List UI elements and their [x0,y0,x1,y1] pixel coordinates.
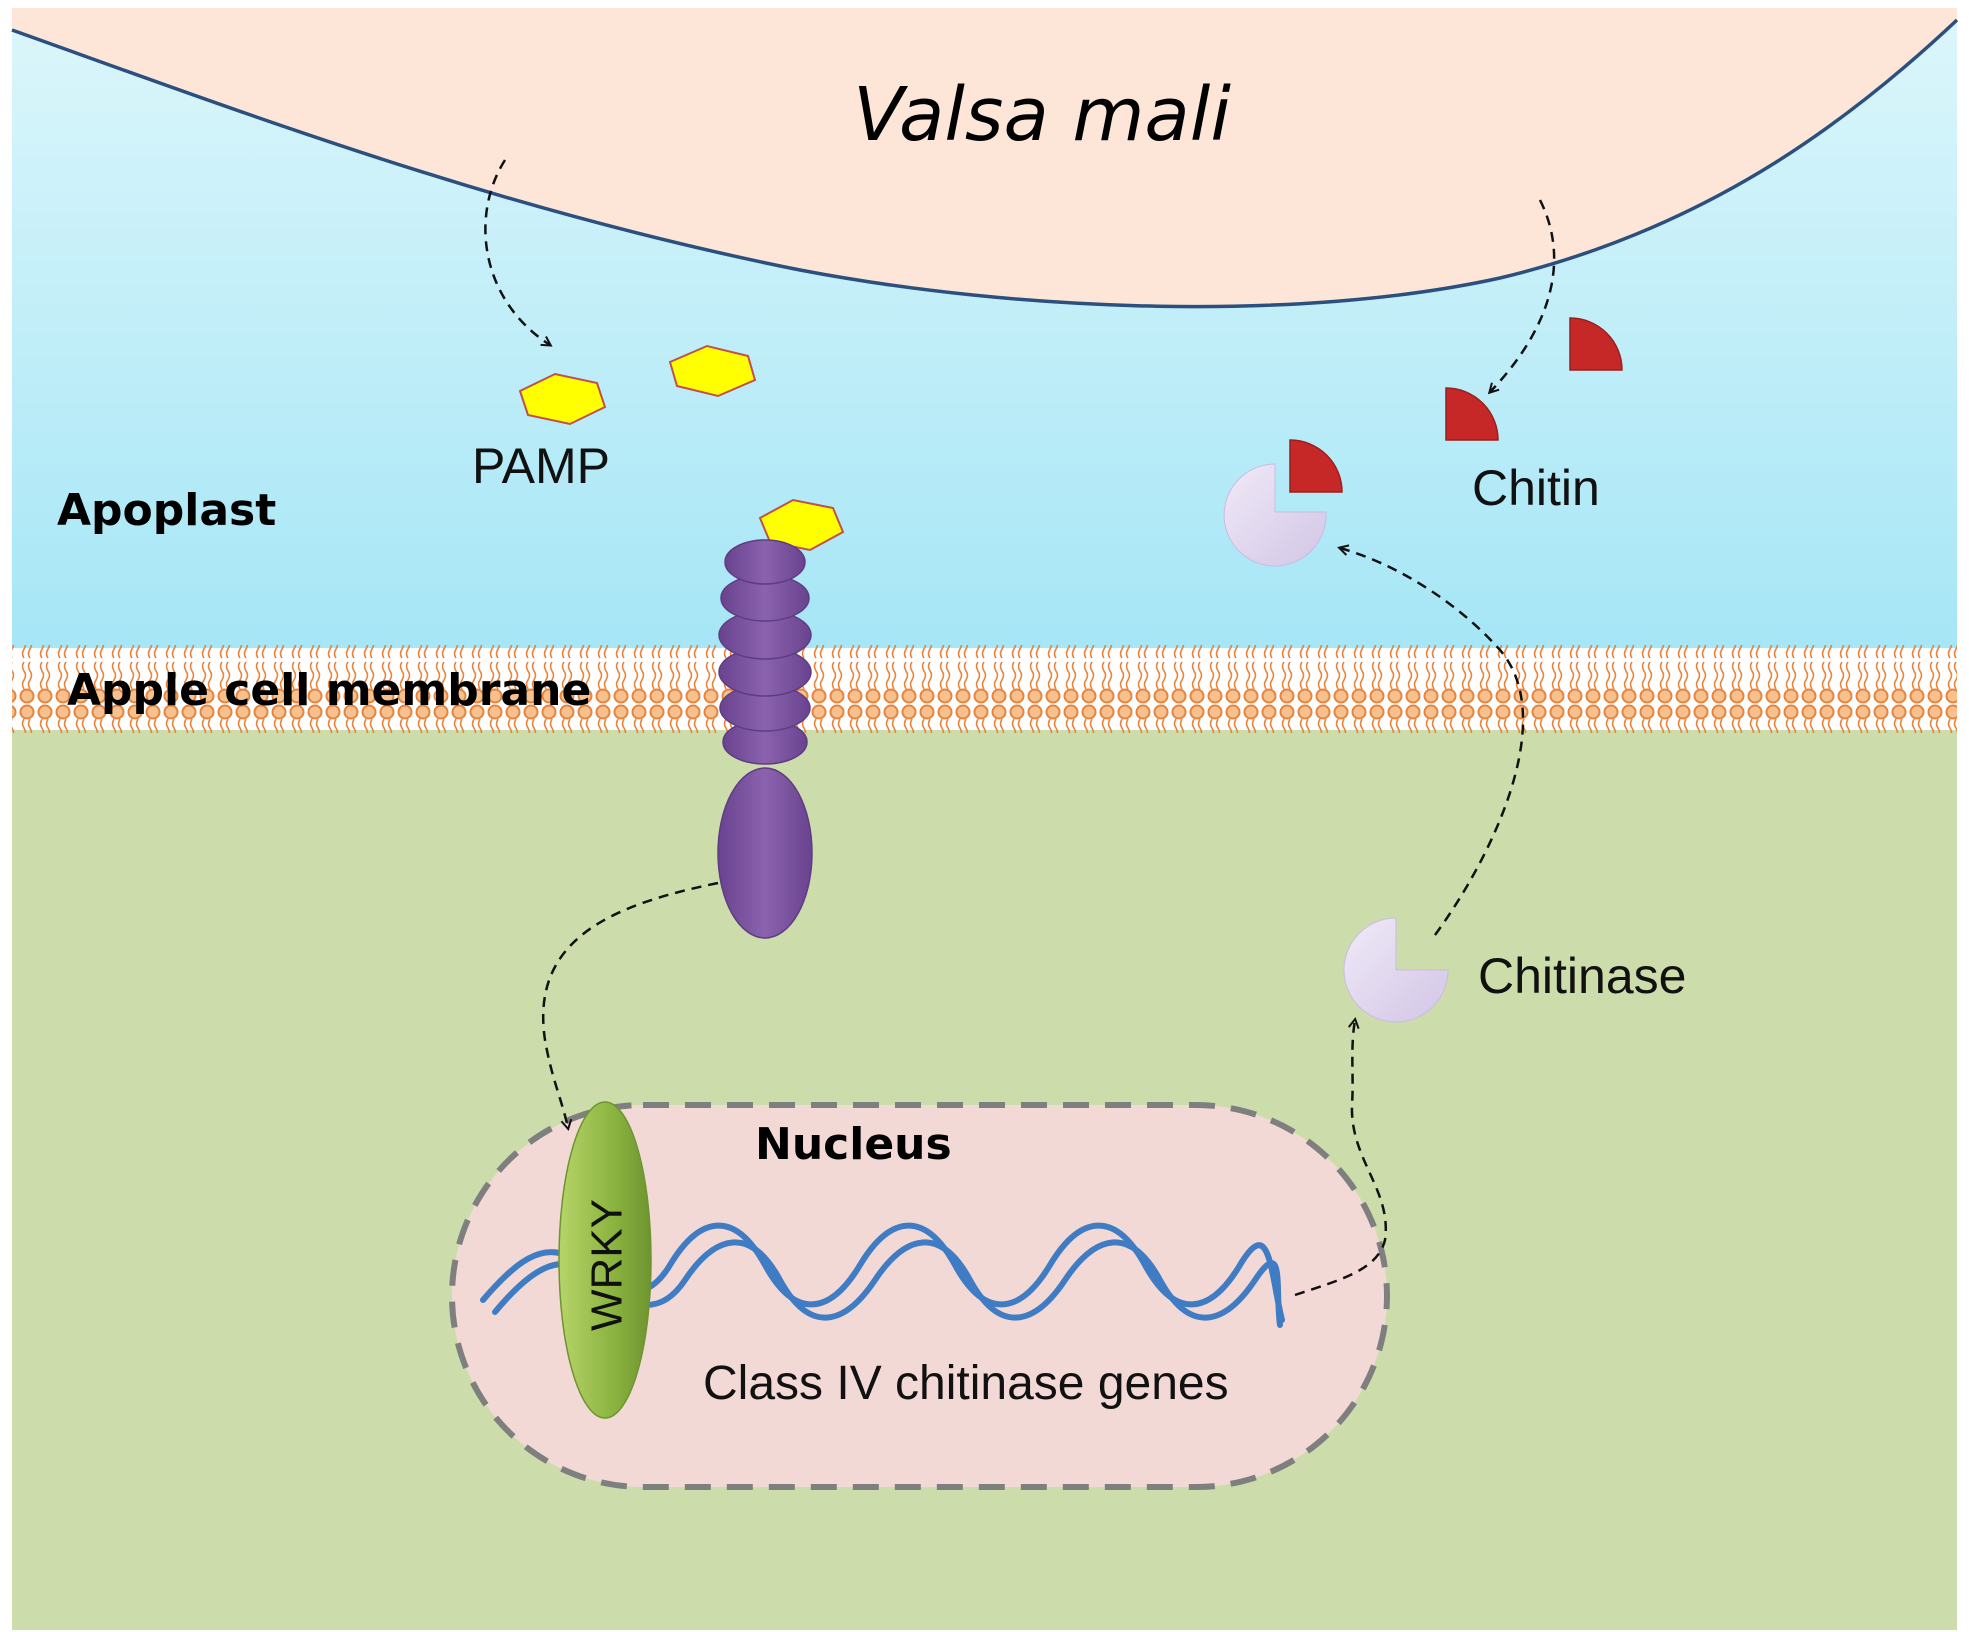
wrky-label: WRKY [583,1199,632,1331]
pathogen-label: Valsa mali [853,72,1231,158]
wrky-transcription-factor [558,1101,652,1419]
nucleus [449,1102,1390,1490]
chitin-label: Chitin [1472,460,1600,516]
chitin-fragment-3 [1289,439,1343,493]
arrow-genes-to-chitinase [1294,1020,1388,1297]
chitin-fragment-1 [1569,317,1623,371]
pamp-label: PAMP [472,438,610,494]
pamp-molecule-1 [518,372,607,426]
apple-cell-membrane [12,645,1957,733]
arrow-chitinase-to-apoplast [1340,548,1525,936]
genes-label: Class IV chitinase genes [703,1357,1229,1410]
pamp-molecule-2 [668,344,757,398]
apoplast-label: Apoplast [57,485,276,536]
pattern-recognition-receptor [717,539,813,939]
arrow-receptor-to-wrky [542,881,719,1128]
chitin-fragment-2 [1445,387,1499,441]
arrow-fungus-to-pamp [484,159,550,345]
arrow-fungus-to-chitin [1490,199,1556,392]
membrane-label: Apple cell membrane [67,665,591,716]
valsa-mali-hypha [12,8,1957,307]
chitinase-label: Chitinase [1478,948,1686,1004]
chitinase-bound-chitin [1223,463,1327,567]
fungal-cell-wall [11,18,1959,309]
chitinase-enzyme [1343,917,1449,1023]
nucleus-label: Nucleus [755,1119,952,1170]
